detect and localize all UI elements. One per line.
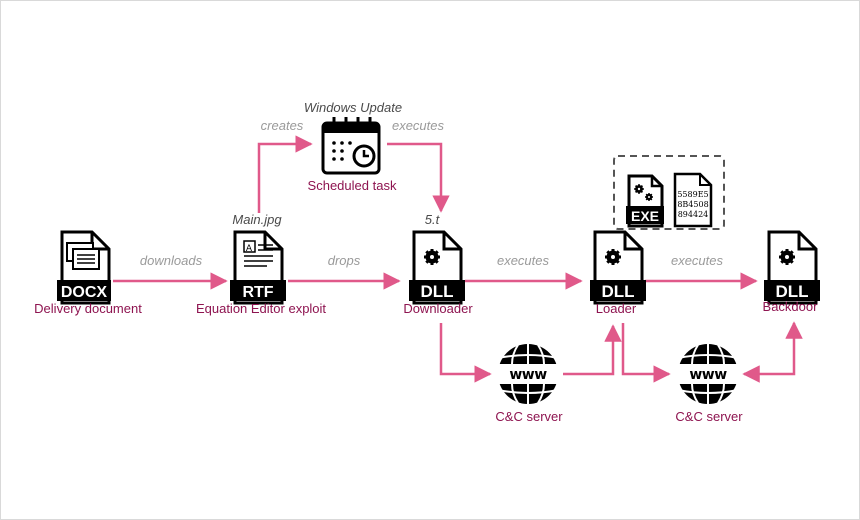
exe-type-label: EXE — [631, 208, 659, 224]
embedded-payload-box: EXE 5589E5 8B4508 894424 — [613, 155, 725, 230]
dll-backdoor-icon: DLL — [764, 230, 820, 305]
edge-label-executes-loader: executes — [497, 253, 550, 268]
caption-windows-update: Windows Update — [304, 100, 402, 115]
rtf-type-label: RTF — [242, 284, 273, 301]
arrow-downloader-to-cc1 — [439, 323, 492, 383]
arrows — [113, 135, 803, 383]
edge-label-creates: creates — [261, 118, 304, 133]
arrow-cc1-to-loader — [563, 324, 622, 376]
docx-file-icon: DOCX — [57, 230, 111, 305]
globe-icon-cc2 — [673, 343, 743, 405]
label-loader: Loader — [596, 301, 637, 316]
edge-label-executes-task: executes — [392, 118, 445, 133]
arrow-executes-task — [387, 142, 450, 213]
dll-loader-icon: DLL — [590, 230, 646, 305]
loader-type-label: DLL — [601, 282, 634, 301]
dll-downloader-icon: DLL — [409, 230, 465, 305]
arrow-loader-to-cc2 — [621, 323, 671, 383]
hex-line-1: 5589E5 — [677, 190, 708, 199]
exe-file-icon: EXE — [626, 174, 664, 228]
filename-5t: 5.t — [425, 212, 441, 227]
edge-label-drops: drops — [328, 253, 361, 268]
label-downloader: Downloader — [403, 301, 473, 316]
hex-file-icon: 5589E5 8B4508 894424 — [673, 172, 713, 228]
label-cc-server-1: C&C server — [495, 409, 563, 424]
docx-type-label: DOCX — [61, 284, 108, 301]
arrow-creates — [257, 135, 313, 213]
hex-line-3: 894424 — [678, 210, 709, 219]
edge-label-executes-backdoor: executes — [671, 253, 724, 268]
hex-line-2: 8B4508 — [677, 200, 708, 209]
label-delivery-document: Delivery document — [34, 301, 142, 316]
downloader-type-label: DLL — [420, 282, 453, 301]
label-cc-server-2: C&C server — [675, 409, 743, 424]
label-backdoor: Backdoor — [763, 299, 819, 314]
globe-icon-cc1 — [493, 343, 563, 405]
filename-main-jpg: Main.jpg — [232, 212, 282, 227]
svg-text:A: A — [246, 244, 253, 254]
label-scheduled-task: Scheduled task — [308, 178, 397, 193]
calendar-icon — [321, 117, 381, 175]
edge-label-downloads: downloads — [140, 253, 203, 268]
backdoor-type-label: DLL — [775, 282, 808, 301]
rtf-file-icon: A RTF — [230, 230, 286, 305]
arrow-cc2-backdoor — [742, 321, 803, 383]
label-equation-editor-exploit: Equation Editor exploit — [196, 301, 326, 316]
